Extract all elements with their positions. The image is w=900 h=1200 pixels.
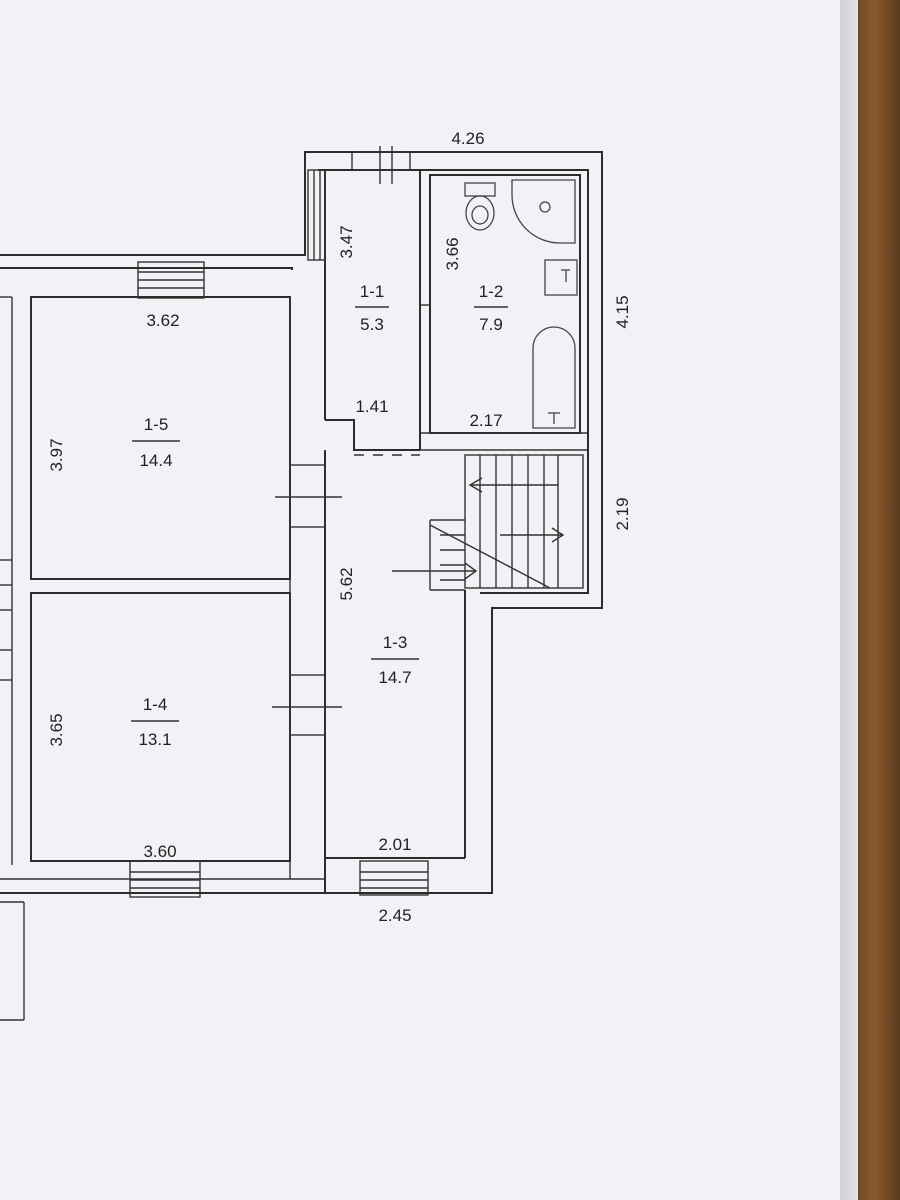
dim-1-2-width: 2.17	[469, 411, 502, 430]
dim-1-5-height: 3.97	[47, 438, 66, 471]
shower	[511, 179, 576, 244]
left-rooms	[0, 296, 325, 1021]
dim-bottom-width: 2.45	[378, 906, 411, 925]
dim-right-lower-height: 2.19	[613, 497, 632, 530]
room-area: 14.4	[139, 451, 172, 470]
dim-top-width: 4.26	[451, 129, 484, 148]
room-id: 1-5	[144, 415, 169, 434]
table-background	[858, 0, 900, 1200]
staircase	[392, 454, 584, 591]
room-id: 1-1	[360, 282, 385, 301]
dim-1-2-height: 3.66	[443, 237, 462, 270]
room-label-1-5: 1-5 14.4	[132, 415, 180, 470]
room-area: 5.3	[360, 315, 384, 334]
dim-1-3-width: 2.01	[378, 835, 411, 854]
dimension-labels: 4.26 3.62 1.41 2.17 3.60 2.01 2.45 3.47 …	[47, 129, 632, 925]
dim-1-1-height: 3.47	[337, 225, 356, 258]
room-area: 7.9	[479, 315, 503, 334]
room-id: 1-4	[143, 695, 168, 714]
room-label-1-2: 1-2 7.9	[474, 282, 508, 334]
dim-1-4-height: 3.65	[47, 713, 66, 746]
doors	[272, 464, 342, 736]
rooms-1-1-1-2	[324, 170, 588, 451]
room-label-1-4: 1-4 13.1	[131, 695, 179, 749]
dim-1-5-width: 3.62	[146, 311, 179, 330]
room-area: 13.1	[138, 730, 171, 749]
room-area: 14.7	[378, 668, 411, 687]
room-id: 1-3	[383, 633, 408, 652]
dim-1-3-height: 5.62	[337, 567, 356, 600]
dim-1-4-width: 3.60	[143, 842, 176, 861]
room-id: 1-2	[479, 282, 504, 301]
room-label-1-1: 1-1 5.3	[355, 282, 389, 334]
room-label-1-3: 1-3 14.7	[371, 633, 419, 687]
windows	[129, 146, 429, 898]
toilet	[464, 182, 496, 231]
paper-edge	[840, 0, 862, 1200]
dim-corridor-width: 1.41	[355, 397, 388, 416]
sink	[544, 259, 578, 296]
dim-right-upper-height: 4.15	[613, 295, 632, 328]
outer-walls	[0, 151, 603, 894]
bathtub	[532, 326, 576, 429]
